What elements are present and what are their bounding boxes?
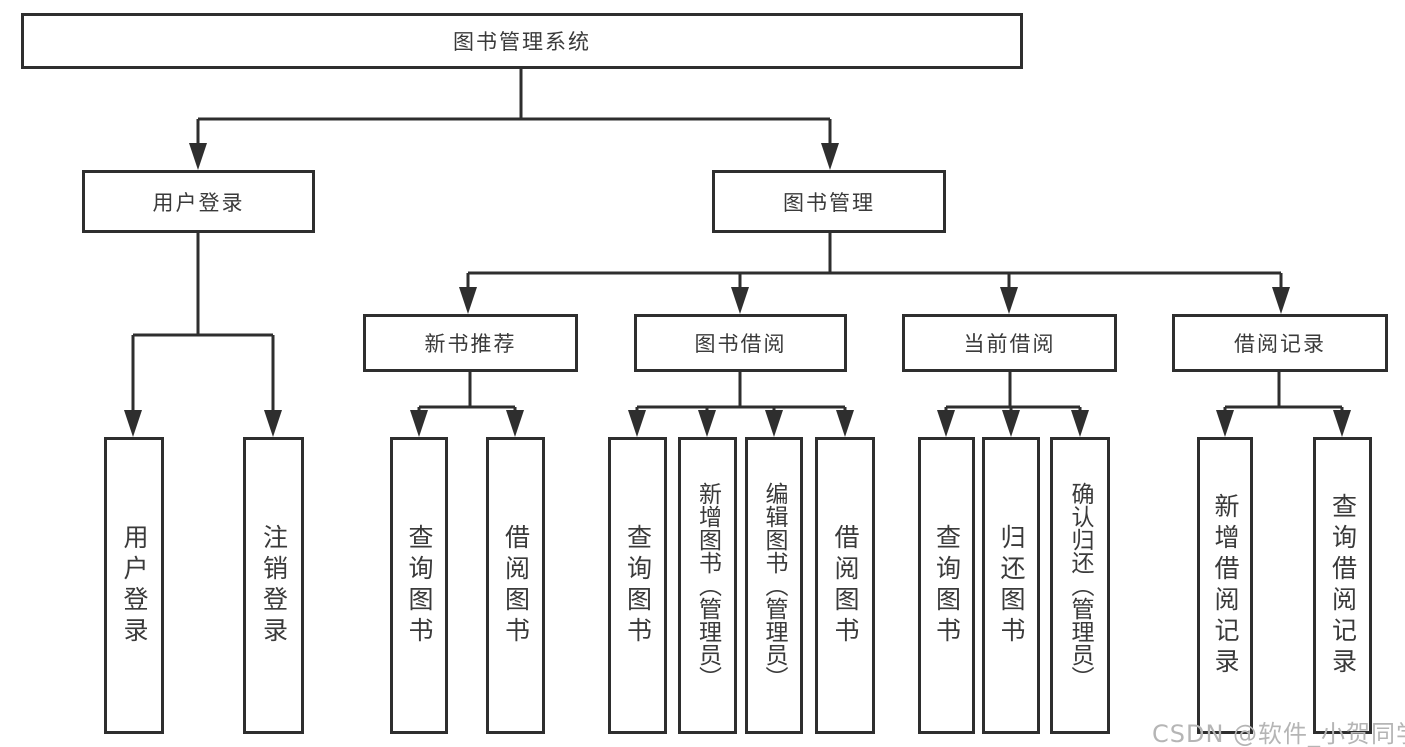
node-label: 编辑图书（管理员） (761, 482, 787, 689)
node-book-management: 图书管理 (712, 170, 946, 233)
node-new-book-recommend: 新书推荐 (363, 314, 578, 372)
leaf-query-borrow-record: 查询借阅记录 (1313, 437, 1372, 734)
node-label: 新增借阅记录 (1211, 492, 1240, 679)
arrowhead-icons (124, 143, 1351, 437)
node-label: 当前借阅 (963, 332, 1056, 356)
csdn-watermark: CSDN @软件_小贺同学 (1152, 720, 1405, 747)
node-label: 查询借阅记录 (1328, 492, 1358, 679)
node-label: 用户登录 (152, 190, 245, 215)
node-label: 归还图书 (997, 523, 1026, 648)
node-label: 借阅记录 (1234, 332, 1326, 356)
leaf-query-books-current: 查询图书 (918, 437, 975, 734)
leaf-edit-books-admin: 编辑图书（管理员） (745, 437, 803, 734)
node-borrow-records: 借阅记录 (1172, 314, 1388, 372)
node-label: 用户登录 (120, 523, 149, 648)
node-label: 图书管理系统 (453, 30, 591, 54)
leaf-query-books-recommend: 查询图书 (390, 437, 448, 734)
leaf-logout: 注销登录 (243, 437, 304, 734)
node-label: 查询图书 (623, 523, 653, 648)
node-label: 新增图书（管理员） (694, 482, 721, 689)
leaf-user-login: 用户登录 (104, 437, 164, 734)
leaf-borrow-books: 借阅图书 (815, 437, 875, 734)
node-label: 图书借阅 (694, 332, 787, 356)
node-root-library-system: 图书管理系统 (21, 13, 1023, 69)
node-label: 新书推荐 (424, 332, 517, 356)
node-label: 图书管理 (783, 190, 875, 215)
node-label: 借阅图书 (831, 523, 860, 648)
leaf-borrow-books-recommend: 借阅图书 (486, 437, 545, 734)
node-user-login: 用户登录 (82, 170, 315, 233)
leaf-add-books-admin: 新增图书（管理员） (678, 437, 737, 734)
node-label: 借阅图书 (501, 523, 531, 648)
leaf-return-books: 归还图书 (982, 437, 1040, 734)
leaf-query-books-borrow: 查询图书 (608, 437, 667, 734)
node-label: 确认归还（管理员） (1067, 482, 1093, 689)
node-current-borrow: 当前借阅 (902, 314, 1117, 372)
node-label: 查询图书 (932, 523, 962, 648)
node-label: 注销登录 (259, 523, 289, 648)
leaf-confirm-return-admin: 确认归还（管理员） (1050, 437, 1110, 734)
leaf-add-borrow-record: 新增借阅记录 (1197, 437, 1253, 734)
node-label: 查询图书 (405, 523, 434, 648)
node-book-borrow: 图书借阅 (634, 314, 847, 372)
